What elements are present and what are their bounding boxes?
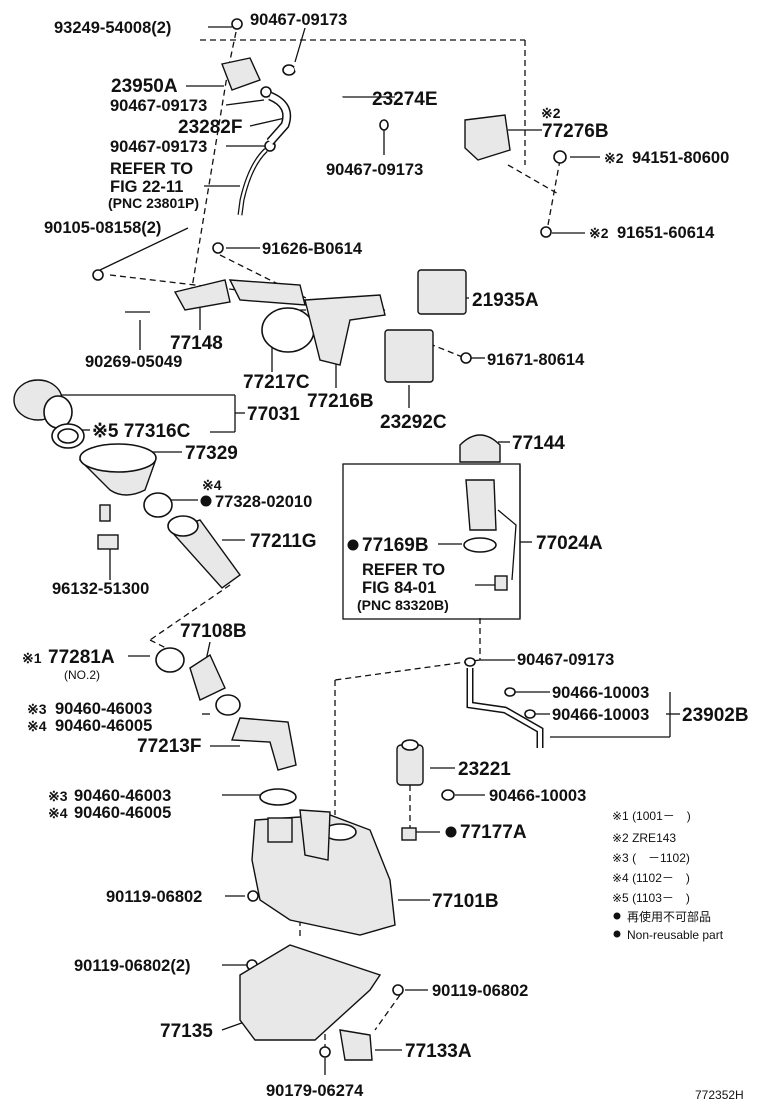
label-90119-c: 90119-06802 — [432, 982, 528, 1000]
label-77329: 77329 — [185, 443, 238, 464]
mark-90460-d: ※4 — [48, 805, 68, 821]
inset-box — [342, 463, 521, 620]
legend: ※1 (1001－ ) ※2 ZRE143 ※3 ( －1102) ※4 (11… — [612, 809, 724, 942]
label-23950A: 23950A — [111, 76, 178, 97]
leader-lines — [60, 26, 680, 1075]
label-93249: 93249-54008(2) — [54, 19, 171, 37]
refer-to-line3: (PNC 23801P) — [108, 195, 199, 211]
refer-to-line2: FIG 22-11 — [110, 178, 183, 196]
label-77211G: 77211G — [250, 531, 317, 552]
legend-note4: ※4 (1102－ ) — [612, 871, 690, 885]
legend-nonreuse-en: Non-reusable part — [627, 928, 724, 942]
label-77316C: ※5 77316C — [92, 421, 191, 442]
label-90467-e: 90467-09173 — [517, 651, 614, 669]
label-77216B: 77216B — [307, 391, 374, 412]
label-90466-c: 90466-10003 — [489, 787, 586, 805]
label-77281A: 77281A — [48, 647, 115, 668]
label-90119-b: 90119-06802(2) — [74, 957, 191, 975]
label-90467-c: 90467-09173 — [110, 138, 207, 156]
label-90460-c: 90460-46003 — [74, 787, 171, 805]
legend-note2: ※2 ZRE143 — [612, 831, 676, 845]
label-77281A-sub: (NO.2) — [64, 668, 100, 682]
label-77276B: 77276B — [542, 121, 609, 142]
refer2-line3: (PNC 83320B) — [357, 597, 449, 613]
label-77135: 77135 — [160, 1021, 213, 1042]
label-21935A: 21935A — [472, 290, 539, 311]
label-90467-a: 90467-09173 — [250, 11, 347, 29]
label-23221: 23221 — [458, 759, 511, 780]
refer2-line2: FIG 84-01 — [362, 579, 436, 597]
label-23274E: 23274E — [372, 89, 438, 110]
label-91671: 91671-80614 — [487, 351, 585, 369]
label-90179: 90179-06274 — [266, 1082, 364, 1100]
legend-nonreuse-jp: 再使用不可部品 — [627, 909, 711, 924]
label-91651: 91651-60614 — [617, 224, 715, 242]
label-90467-b: 90467-09173 — [110, 97, 207, 115]
legend-note3: ※3 ( －1102) — [612, 851, 690, 865]
canister-77276B-part — [464, 114, 511, 161]
nonreusable-dot-77328 — [200, 495, 212, 507]
label-90105: 90105-08158(2) — [44, 219, 161, 237]
tank-77101B-part — [251, 814, 396, 936]
label-94151: 94151-80600 — [632, 149, 729, 167]
nonreusable-dot-77177A — [445, 826, 457, 838]
label-77108B: 77108B — [180, 621, 247, 642]
mark-77281A: ※1 — [22, 650, 42, 666]
label-90460-a: 90460-46003 — [55, 700, 152, 718]
refer2-line1: REFER TO — [362, 561, 445, 579]
label-77101B: 77101B — [432, 891, 499, 912]
label-77177A: 77177A — [460, 822, 527, 843]
nonreusable-dot-77169B — [347, 539, 359, 551]
label-90466-b: 90466-10003 — [552, 706, 649, 724]
label-90466-a: 90466-10003 — [552, 684, 649, 702]
bolt-93249-part — [231, 18, 243, 30]
label-77133A: 77133A — [405, 1041, 472, 1062]
label-77169B: 77169B — [362, 535, 429, 556]
mark-90460-a: ※3 — [27, 701, 47, 717]
label-23292C: 23292C — [380, 412, 447, 433]
part-labels: 93249-54008(2) 90467-09173 23950A 23274E… — [22, 11, 749, 1100]
label-90460-b: 90460-46005 — [55, 717, 152, 735]
label-77213F: 77213F — [137, 736, 201, 757]
label-96132: 96132-51300 — [52, 580, 149, 598]
label-90460-d: 90460-46005 — [74, 804, 171, 822]
label-77148: 77148 — [170, 333, 223, 354]
label-23282F: 23282F — [178, 117, 242, 138]
mark-77328: ※4 — [202, 477, 222, 493]
legend-dot-jp — [613, 912, 621, 920]
label-77328: 77328-02010 — [215, 493, 312, 511]
bracket-77135-part — [239, 944, 382, 1041]
legend-note5: ※5 (1103－ ) — [612, 891, 690, 905]
label-77031: 77031 — [247, 404, 300, 425]
mark-94151: ※2 — [604, 150, 624, 166]
label-77144: 77144 — [512, 433, 565, 454]
bracket-23950A-part — [221, 57, 261, 91]
legend-dot-en — [613, 930, 621, 938]
mark-90460-c: ※3 — [48, 788, 68, 804]
mark-77276B: ※2 — [541, 105, 561, 121]
mark-91651: ※2 — [589, 225, 609, 241]
label-90467-d: 90467-09173 — [326, 161, 423, 179]
label-90119-a: 90119-06802 — [106, 888, 202, 906]
label-77024A: 77024A — [536, 533, 603, 554]
part-drawings — [13, 18, 567, 1061]
label-77217C: 77217C — [243, 372, 310, 393]
figure-id: 772352H — [695, 1088, 744, 1102]
label-91626: 91626-B0614 — [262, 240, 363, 258]
label-23902B: 23902B — [682, 705, 749, 726]
legend-note1: ※1 (1001－ ) — [612, 809, 691, 823]
refer-to-line1: REFER TO — [110, 160, 193, 178]
mark-90460-b: ※4 — [27, 718, 47, 734]
label-90269: 90269-05049 — [85, 353, 182, 371]
